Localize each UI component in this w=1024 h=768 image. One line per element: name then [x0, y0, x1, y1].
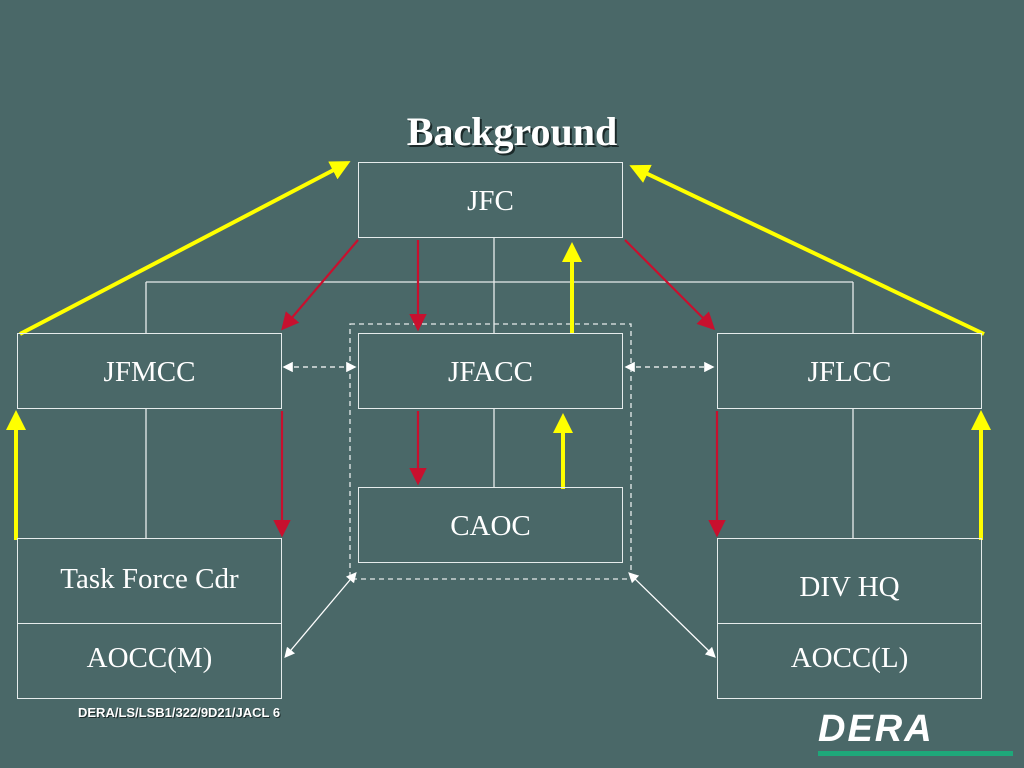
command-arrow-jfc-jfmcc: [281, 239, 359, 331]
node-jfacc-label: JFACC: [448, 356, 533, 388]
node-task-force-cdr: Task Force Cdr: [17, 538, 282, 624]
liaison-arrow-caoc-aoccm: [284, 572, 357, 658]
node-aocc-l-label: AOCC(L): [790, 642, 909, 674]
node-jfmcc-label: JFMCC: [103, 356, 196, 388]
dera-logo-bar: [818, 751, 1013, 756]
node-aocc-m-label: AOCC(M): [86, 642, 213, 674]
document-reference: DERA/LS/LSB1/322/9D21/JACL 6: [78, 705, 281, 720]
node-caoc-label: CAOC: [450, 510, 531, 542]
node-aocc-m: AOCC(M): [17, 623, 282, 699]
node-div-hq-label: DIV HQ: [799, 571, 900, 603]
dera-logo: DERA: [818, 710, 1013, 758]
liaison-arrow-caoc-aoccl: [628, 572, 716, 658]
node-task-force-cdr-label: Task Force Cdr: [60, 563, 239, 595]
node-caoc: CAOC: [358, 487, 623, 563]
caoc-boundary: [349, 323, 632, 580]
report-arrow-jflcc-jfc: [629, 164, 985, 336]
command-arrow-jfc-jflcc: [624, 239, 716, 331]
report-arrow-jfmcc-jfc: [19, 161, 351, 336]
node-aocc-l: AOCC(L): [717, 623, 982, 699]
node-jflcc-label: JFLCC: [807, 356, 892, 388]
node-div-hq: DIV HQ: [717, 538, 982, 624]
dera-logo-text: DERA: [818, 708, 934, 750]
node-jfacc: JFACC: [358, 333, 623, 409]
node-jfc-label: JFC: [467, 185, 514, 217]
node-jflcc: JFLCC: [717, 333, 982, 409]
slide-title: Background: [406, 109, 618, 154]
node-jfmcc: JFMCC: [17, 333, 282, 409]
node-jfc: JFC: [358, 162, 623, 238]
